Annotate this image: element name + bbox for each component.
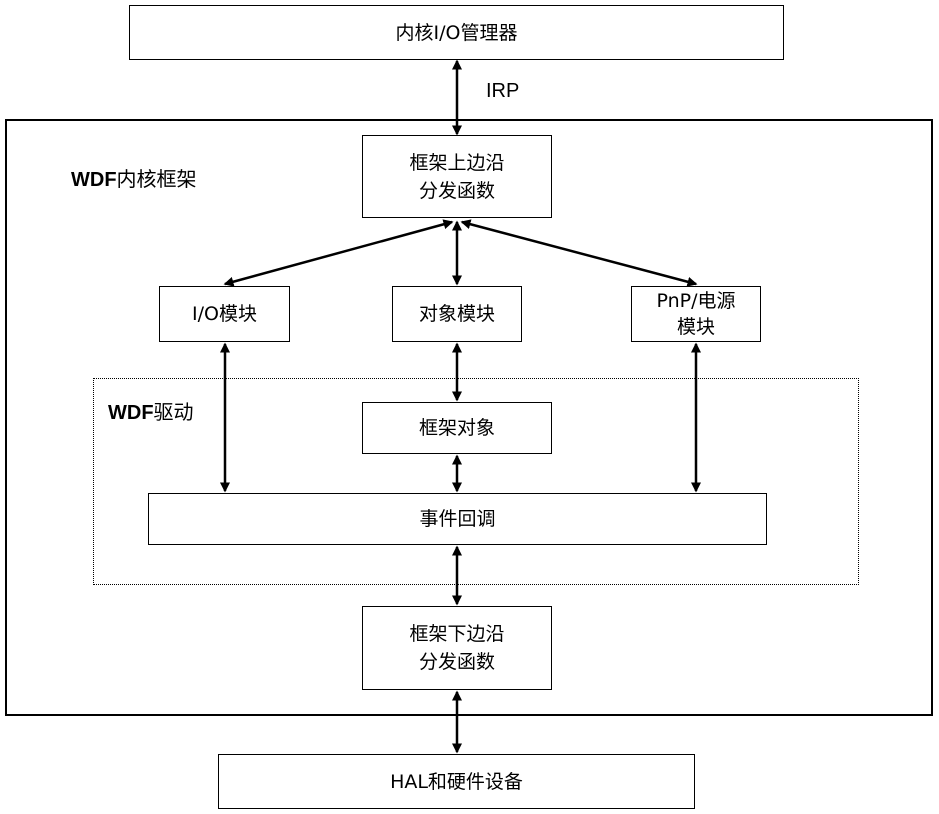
upper-edge-dispatch-box: 框架上边沿 分发函数 xyxy=(362,135,552,218)
wdf-kernel-framework-container xyxy=(5,119,933,716)
kernel-io-manager-box: 内核I/O管理器 xyxy=(129,5,784,60)
kernel-framework-title-rest: 内核框架 xyxy=(116,167,197,191)
wdf-driver-region xyxy=(93,378,859,585)
kernel-framework-title: WDF内核框架 xyxy=(71,167,197,192)
hal-hardware-box: HAL和硬件设备 xyxy=(218,754,695,809)
io-module-box: I/O模块 xyxy=(159,286,290,342)
irp-label-text: IRP xyxy=(486,80,520,102)
pnp-power-module-box: PnP/电源 模块 xyxy=(631,286,761,342)
driver-title-rest: 驱动 xyxy=(153,400,194,424)
driver-title-bold: WDF xyxy=(108,402,154,424)
irp-label: IRP xyxy=(486,79,519,103)
kernel-framework-title-bold: WDF xyxy=(71,169,117,191)
event-callback-box: 事件回调 xyxy=(148,493,767,545)
lower-edge-dispatch-box: 框架下边沿 分发函数 xyxy=(362,606,552,690)
driver-title: WDF驱动 xyxy=(108,400,194,425)
object-module-box: 对象模块 xyxy=(392,286,522,342)
framework-object-box: 框架对象 xyxy=(362,402,552,454)
